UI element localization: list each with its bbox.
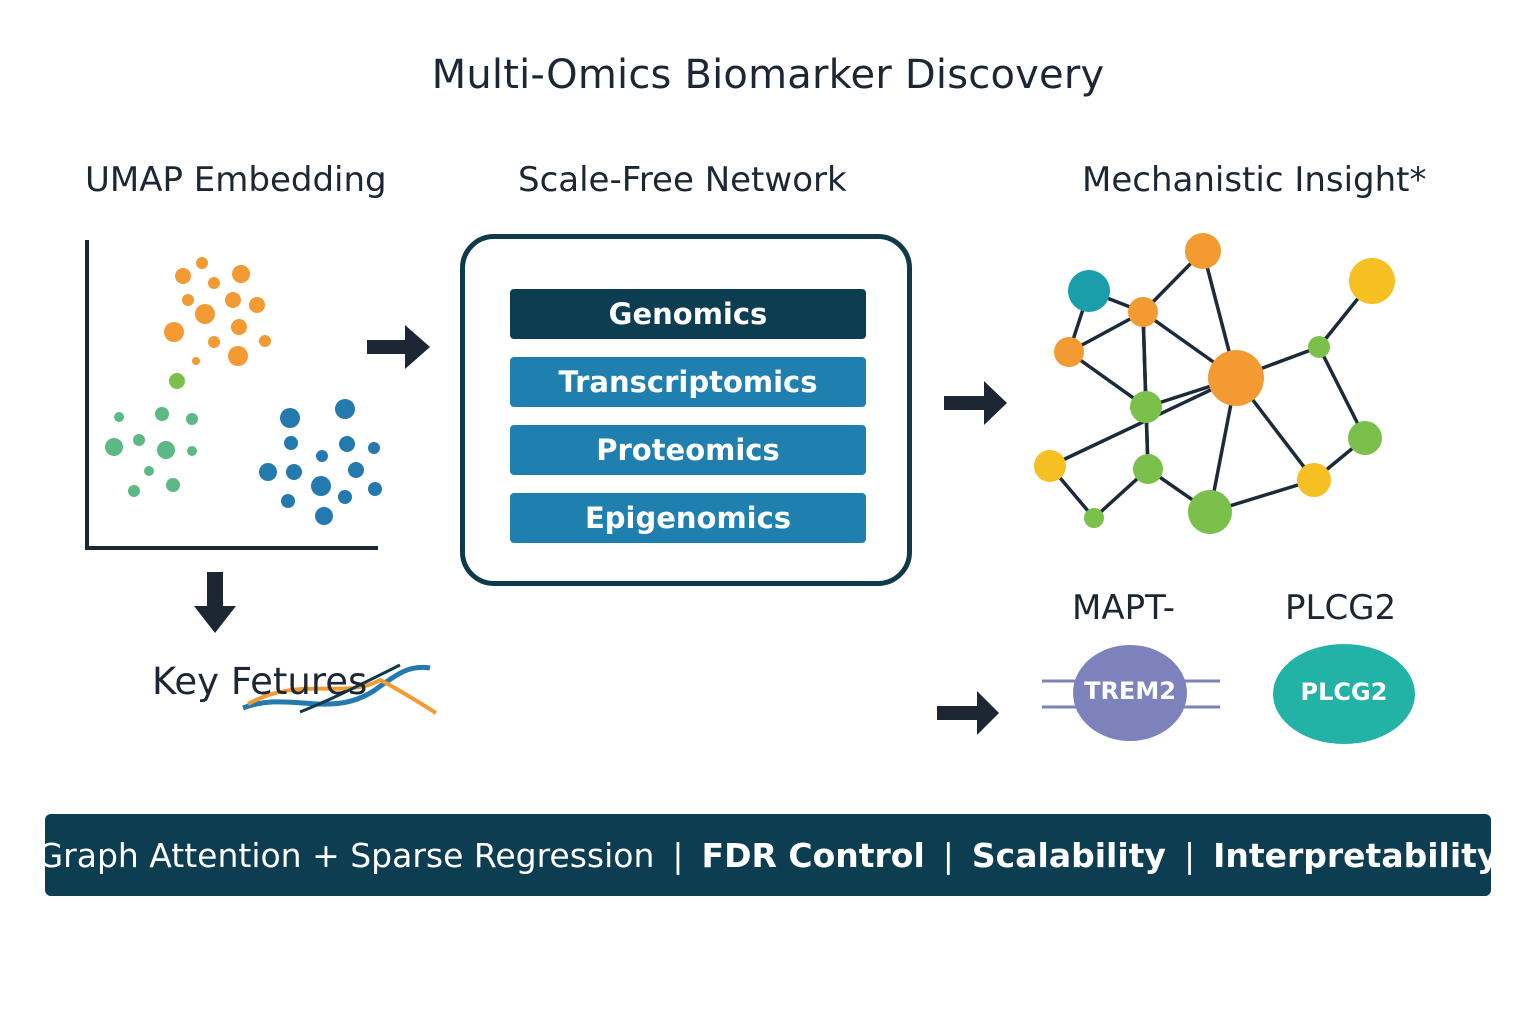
layer-proteomics: Proteomics (510, 425, 866, 475)
umap-axes (85, 240, 378, 550)
gene-label-mapt: MAPT- (1072, 588, 1176, 628)
page-title: Multi-Omics Biomarker Discovery (431, 52, 1105, 98)
cluster-blue (259, 399, 382, 525)
plcg2-node-label: PLCG2 (1300, 678, 1388, 706)
footer-separator: | (942, 835, 954, 875)
footer-item-scalability: Scalability (971, 835, 1166, 875)
key-features-label: Key Fetures (152, 660, 368, 703)
network-panel-title: Scale-Free Network (518, 160, 847, 200)
methods-footer-bar: Graph Attention + Sparse Regression | FD… (38, 814, 1498, 896)
plcg2-node (1273, 644, 1415, 744)
arrow-right-icon (367, 325, 430, 369)
footer-item-interpretability: Interpretability (1213, 835, 1499, 875)
ribbon-decoration (242, 663, 438, 715)
footer-item-fdr-control: FDR Control (701, 835, 925, 875)
layer-epigenomics: Epigenomics (510, 493, 866, 543)
arrow-right-icon (937, 691, 999, 735)
layer-transcriptomics: Transcriptomics (510, 357, 866, 407)
cluster-green (105, 373, 198, 497)
layer-genomics: Genomics (510, 289, 866, 339)
arrow-down-icon (194, 572, 236, 633)
insight-panel-title: Mechanistic Insight* (1082, 160, 1427, 200)
cluster-orange (164, 257, 271, 366)
footer-item-graph-attention: Graph Attention + Sparse Regression (37, 835, 655, 875)
footer-separator: | (1183, 835, 1196, 875)
network-nodes (1034, 233, 1395, 534)
gene-label-plcg2: PLCG2 (1285, 588, 1397, 628)
arrow-right-icon (944, 381, 1007, 425)
footer-separator: | (672, 835, 684, 875)
trem2-node-label: TREM2 (1084, 677, 1176, 705)
umap-panel-title: UMAP Embedding (85, 160, 387, 200)
trem2-node (1073, 645, 1187, 741)
